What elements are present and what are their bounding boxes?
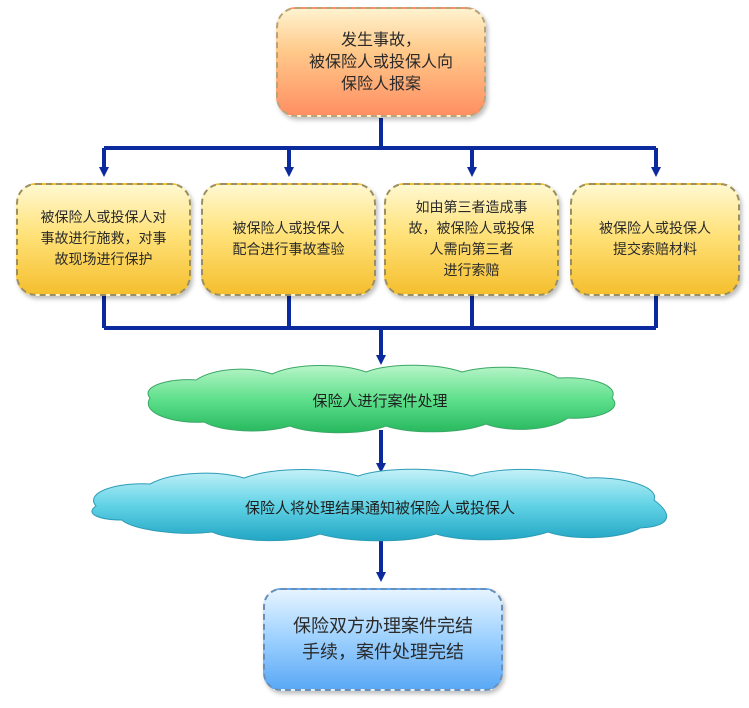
- branch-node-4: 被保险人或投保人 提交索赔材料: [570, 183, 740, 296]
- connectors: [99, 118, 661, 582]
- start-node-text: 发生事故， 被保险人或投保人向 保险人报案: [308, 30, 453, 93]
- branch-node-2: 被保险人或投保人 配合进行事故查验: [201, 183, 376, 296]
- branch-node-1: 被保险人或投保人对 事故进行施救，对事 故现场进行保护: [16, 183, 191, 296]
- end-node: 保险双方办理案件完结 手续，案件处理完结: [263, 588, 503, 691]
- process-cloud-text: 保险人进行案件处理: [312, 392, 448, 410]
- branch-node-4-text: 被保险人或投保人 提交索赔材料: [599, 220, 711, 258]
- branch-node-1-text: 被保险人或投保人对 事故进行施救，对事 故现场进行保护: [40, 210, 167, 268]
- notify-cloud-shape: [91, 468, 668, 542]
- end-node-text: 保险双方办理案件完结 手续，案件处理完结: [293, 615, 473, 663]
- branch-node-3-text: 如由第三者造成事 故，被保险人或投保 人需向第三者 进行索赔: [408, 199, 535, 279]
- process-cloud-shape: [147, 364, 616, 434]
- branch-node-3: 如由第三者造成事 故，被保险人或投保 人需向第三者 进行索赔: [384, 183, 559, 296]
- notify-cloud-text: 保险人将处理结果通知被保险人或投保人: [244, 499, 515, 517]
- branch-node-2-text: 被保险人或投保人 配合进行事故查验: [232, 220, 345, 258]
- start-node: 发生事故， 被保险人或投保人向 保险人报案: [276, 7, 486, 117]
